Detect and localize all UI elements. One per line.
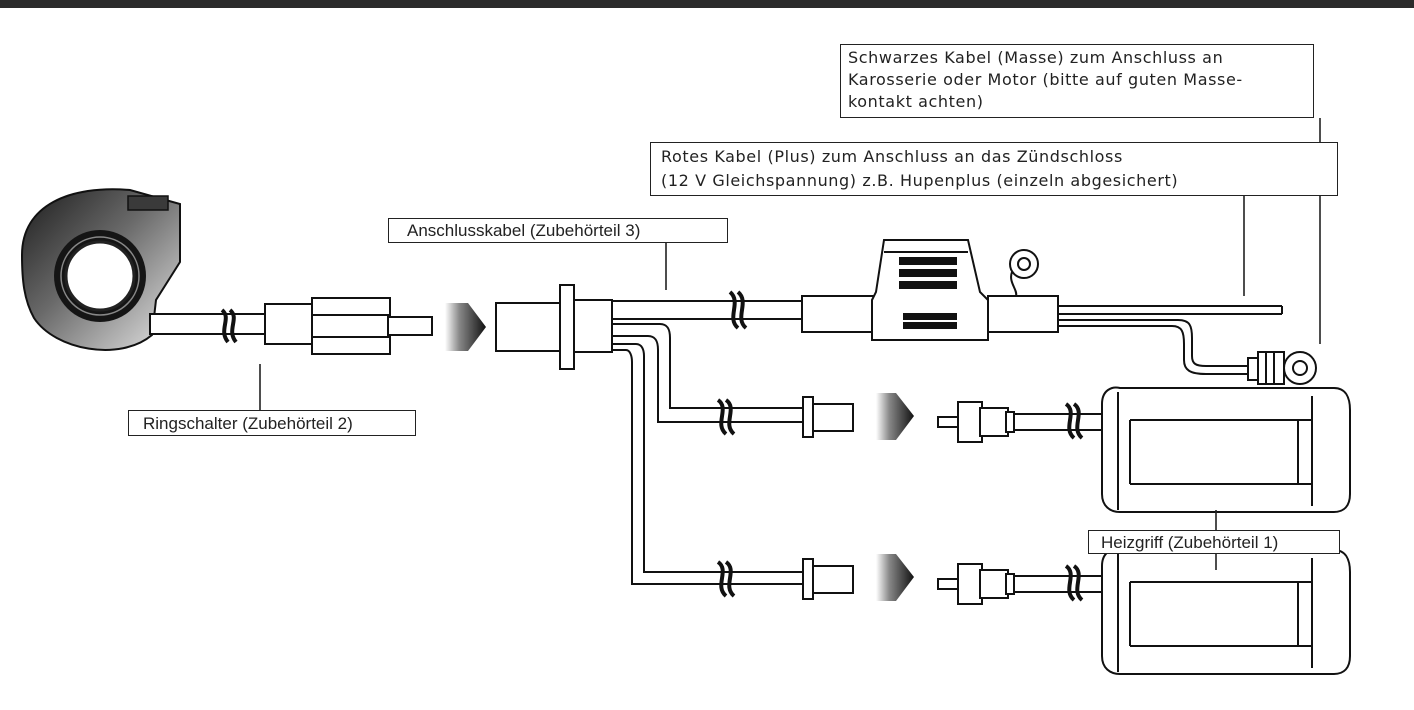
label-ring-switch: Ringschalter (Zubehörteil 2) <box>128 410 416 436</box>
ring-switch <box>20 188 181 351</box>
fuse-holder <box>801 239 1317 385</box>
label-black-cable: Schwarzes Kabel (Masse) zum Anschluss an… <box>840 44 1314 118</box>
top-rule <box>0 0 1414 8</box>
switch-cable <box>149 297 433 355</box>
heated-grip-lower <box>937 548 1351 675</box>
heated-grip-upper <box>937 386 1351 513</box>
label-connection-cable: Anschlusskabel (Zubehörteil 3) <box>388 218 728 243</box>
label-black-cable-line3: kontakt achten) <box>848 92 984 111</box>
label-black-cable-line2: Karosserie oder Motor (bitte auf guten M… <box>848 70 1243 89</box>
label-black-cable-line1: Schwarzes Kabel (Masse) zum Anschluss an <box>848 48 1224 67</box>
label-red-cable: Rotes Kabel (Plus) zum Anschluss an das … <box>650 142 1338 196</box>
label-heated-grip: Heizgriff (Zubehörteil 1) <box>1088 530 1340 554</box>
connection-cable <box>495 284 854 600</box>
label-red-cable-line2: (12 V Gleichspannung) z.B. Hupenplus (ei… <box>661 171 1179 190</box>
label-red-cable-line1: Rotes Kabel (Plus) zum Anschluss an das … <box>661 147 1123 166</box>
connect-arrows <box>445 303 914 601</box>
